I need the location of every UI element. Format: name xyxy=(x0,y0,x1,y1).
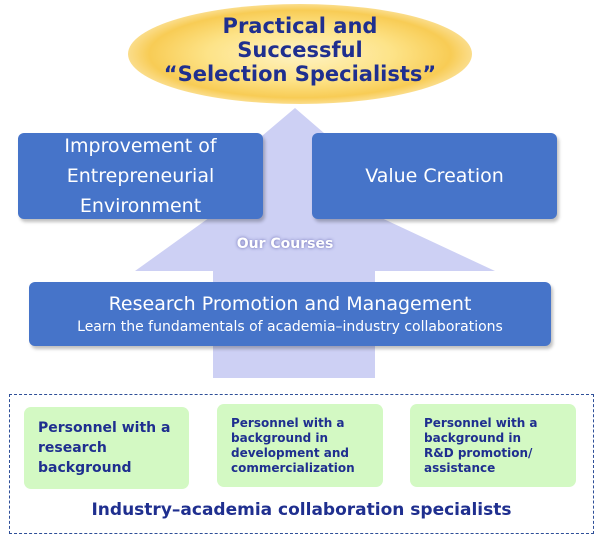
goal-line-1: Practical and xyxy=(222,14,378,38)
specialists-frame xyxy=(9,394,594,534)
personnel-line: background in xyxy=(424,430,522,445)
our-courses-label: Our Courses xyxy=(236,236,334,252)
research-promotion-box: Research Promotion and Management Learn … xyxy=(29,282,551,346)
personnel-line: development and xyxy=(231,445,349,460)
personnel-line: Personnel with a xyxy=(231,415,345,430)
personnel-promotion-box: Personnel with a background in R&D promo… xyxy=(410,404,576,487)
goal-title: Practical and Successful “Selection Spec… xyxy=(128,14,472,86)
personnel-line: Personnel with a xyxy=(38,420,171,436)
goal-line-3: “Selection Specialists” xyxy=(163,62,437,86)
personnel-line: background in xyxy=(231,430,329,445)
goal-line-2: Successful xyxy=(237,38,363,62)
personnel-development-box: Personnel with a background in developme… xyxy=(217,404,383,487)
personnel-line: Personnel with a xyxy=(424,415,538,430)
research-title: Research Promotion and Management xyxy=(108,293,472,315)
personnel-line: assistance xyxy=(424,460,496,475)
goal-glow xyxy=(128,4,472,104)
personnel-line: R&D promotion/ xyxy=(424,445,533,460)
specialists-footer-label: Industry–academia collaboration speciali… xyxy=(91,500,512,520)
improvement-line-2: Entrepreneurial xyxy=(66,165,215,187)
personnel-line: commercialization xyxy=(231,460,355,475)
research-subtitle: Learn the fundamentals of academia–indus… xyxy=(77,319,503,335)
value-creation-label: Value Creation xyxy=(365,165,504,187)
personnel-line: research xyxy=(38,440,107,456)
personnel-line: background xyxy=(38,460,132,476)
value-creation-box: Value Creation xyxy=(312,133,557,219)
improvement-line-3: Environment xyxy=(79,195,202,217)
improvement-line-1: Improvement of xyxy=(64,135,217,157)
personnel-research-box: Personnel with a research background xyxy=(24,407,189,489)
improvement-box: Improvement of Entrepreneurial Environme… xyxy=(18,133,263,219)
